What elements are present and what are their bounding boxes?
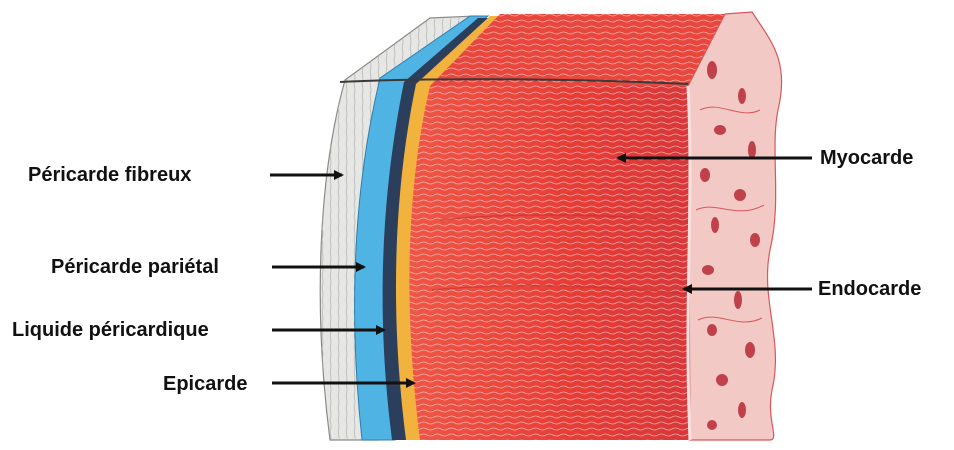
label-pericarde-fibreux: Péricarde fibreux <box>28 163 191 187</box>
endocardium-layer <box>688 12 782 440</box>
label-pericarde-parietal: Péricarde pariétal <box>51 255 219 279</box>
label-endocarde: Endocarde <box>818 277 921 301</box>
label-liquide-pericardique: Liquide péricardique <box>12 318 209 342</box>
label-epicarde: Epicarde <box>163 372 247 396</box>
label-myocarde: Myocarde <box>820 146 913 170</box>
